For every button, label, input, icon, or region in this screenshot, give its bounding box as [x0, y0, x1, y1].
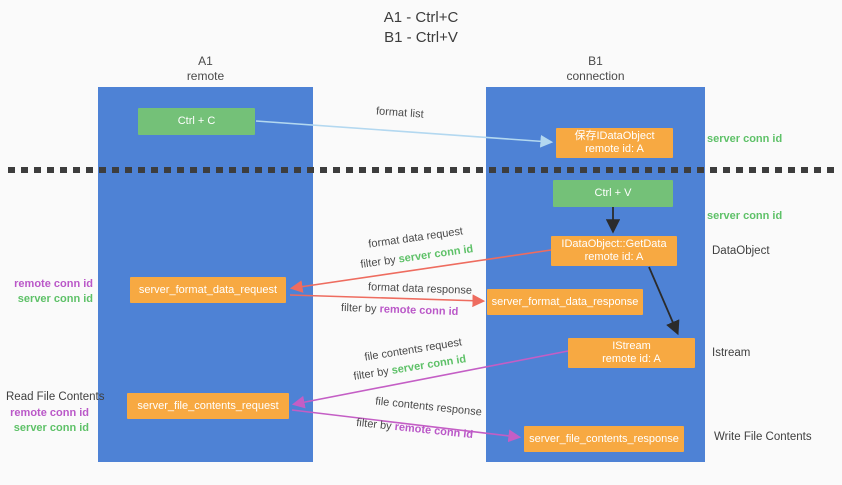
- lifeline-b1-role: connection: [566, 69, 625, 83]
- lifeline-b1-name: B1: [588, 54, 603, 68]
- server-file-contents-response-node: server_file_contents_response: [524, 426, 684, 452]
- save-dataobject-node: 保存IDataObject remote id: A: [556, 128, 673, 158]
- getdata-node: IDataObject::GetData remote id: A: [551, 236, 677, 266]
- getdata-line2: remote id: A: [584, 251, 644, 263]
- left-conn-ids-bottom: remote conn id server conn id: [0, 406, 89, 436]
- filter-by-text: filter by: [355, 416, 393, 433]
- title-line-1: A1 - Ctrl+C: [383, 9, 459, 26]
- server-conn-id-annotation-top: server conn id: [707, 133, 783, 145]
- lifeline-a1-header: A1 remote: [98, 54, 313, 84]
- filter-by-text: filter by: [352, 365, 390, 383]
- save-dataobject-line1: 保存IDataObject: [574, 130, 655, 142]
- diagram-title: A1 - Ctrl+C B1 - Ctrl+V: [0, 8, 842, 48]
- istream-node: IStream remote id: A: [568, 338, 695, 368]
- title-line-2: B1 - Ctrl+V: [384, 29, 458, 46]
- server-conn-id-annotation-mid: server conn id: [707, 210, 783, 222]
- remote-conn-id-annotation: remote conn id: [10, 407, 89, 419]
- istream-annotation: Istream: [712, 347, 751, 359]
- format-data-response-label: format data response: [367, 281, 473, 297]
- left-conn-ids-top: remote conn id server conn id: [0, 277, 93, 307]
- format-data-response-filter-label: filter by remote conn id: [341, 302, 459, 318]
- read-file-contents-annotation: Read File Contents: [6, 391, 105, 403]
- file-contents-response-filter-label: filter by remote conn id: [356, 417, 474, 441]
- write-file-contents-annotation: Write File Contents: [714, 431, 812, 443]
- lifeline-a1-name: A1: [198, 54, 213, 68]
- save-dataobject-line2: remote id: A: [585, 143, 644, 155]
- dataobject-annotation: DataObject: [712, 245, 770, 257]
- server-conn-id-annotation: server conn id: [17, 293, 93, 305]
- lifeline-b1-header: B1 connection: [486, 54, 705, 84]
- phase-separator-line: [8, 167, 836, 173]
- filter-by-text: filter by: [340, 301, 377, 316]
- lifeline-a1-role: remote: [186, 69, 225, 83]
- istream-line1: IStream: [612, 340, 651, 352]
- istream-line2: remote id: A: [602, 353, 661, 365]
- ctrl-v-node: Ctrl + V: [553, 180, 673, 207]
- file-contents-response-label: file contents response: [374, 395, 483, 419]
- remote-conn-id-key: remote conn id: [379, 303, 459, 319]
- server-format-data-response-node: server_format_data_response: [487, 289, 643, 315]
- getdata-line1: IDataObject::GetData: [561, 238, 667, 250]
- ctrl-c-node: Ctrl + C: [138, 108, 255, 135]
- server-format-data-request-node: server_format_data_request: [130, 277, 286, 303]
- server-conn-id-annotation: server conn id: [13, 422, 89, 434]
- server-conn-id-key: server conn id: [397, 243, 475, 266]
- remote-conn-id-key: remote conn id: [394, 420, 474, 442]
- server-file-contents-request-node: server_file_contents_request: [127, 393, 289, 419]
- filter-by-text: filter by: [359, 254, 397, 271]
- format-list-label: format list: [375, 105, 425, 121]
- remote-conn-id-annotation: remote conn id: [14, 278, 93, 290]
